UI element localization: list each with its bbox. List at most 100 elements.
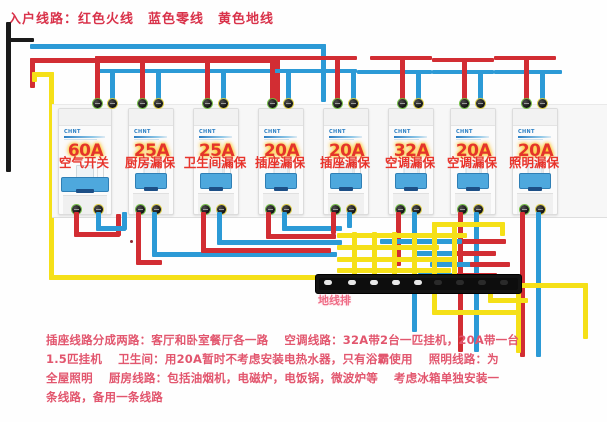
mounting-dot bbox=[130, 240, 133, 243]
breaker-label-8: 照明漏保 bbox=[508, 155, 559, 170]
terminal-screw-top bbox=[333, 99, 342, 108]
header-ground-label: 黄色地线 bbox=[218, 12, 275, 27]
load-live-3 bbox=[201, 212, 206, 252]
main-out-neutral-h bbox=[96, 226, 126, 231]
terminal-screw-bottom bbox=[474, 205, 483, 214]
vent-bar-2 bbox=[159, 161, 160, 179]
outgoing-ground-a bbox=[337, 233, 467, 238]
vent-bar-2 bbox=[289, 161, 290, 179]
brand-stripe-2 bbox=[64, 139, 97, 140]
terminal-screw-top bbox=[219, 99, 228, 108]
brand-stripe bbox=[394, 136, 427, 138]
main-out-neutral-v bbox=[96, 212, 101, 230]
drop-neutral-6 bbox=[416, 70, 421, 104]
incoming-conduit-black-top bbox=[6, 38, 34, 42]
vent-bar-2 bbox=[419, 161, 420, 179]
ground-terminal-hole bbox=[434, 280, 442, 285]
drop-live-5 bbox=[335, 56, 340, 104]
breaker-label-7: 空调漏保 bbox=[446, 155, 497, 170]
breaker-unit-7[interactable]: CHNT 20A bbox=[450, 108, 496, 215]
breaker-label-4: 插座漏保 bbox=[254, 155, 305, 170]
breaker-unit-1[interactable]: CHNT 60A bbox=[58, 108, 112, 215]
brand-stripe-2 bbox=[456, 139, 481, 140]
breaker-cap bbox=[259, 109, 303, 126]
vent-bar bbox=[165, 161, 166, 179]
feed-ground-v-left bbox=[32, 72, 37, 82]
breaker-unit-3[interactable]: CHNT 25A bbox=[193, 108, 239, 215]
terminal-screw-top bbox=[268, 99, 277, 108]
brand-logo: CHNT bbox=[199, 129, 216, 135]
bus-neutral-main bbox=[95, 69, 357, 73]
breaker-unit-2[interactable]: CHNT 25A bbox=[128, 108, 174, 215]
feed-neutral-v bbox=[321, 44, 326, 102]
ground-riser-3 bbox=[392, 232, 397, 282]
ground-riser-1 bbox=[352, 232, 357, 282]
ground-riser-top-h bbox=[432, 222, 504, 227]
ground-drop-1-v bbox=[432, 288, 437, 314]
ground-riser-2 bbox=[372, 232, 377, 282]
terminal-screw-bottom bbox=[72, 205, 81, 214]
vent-bar-2 bbox=[224, 161, 225, 179]
outgoing-live-b bbox=[456, 251, 496, 256]
header-intro-label: 入户线路： bbox=[8, 12, 79, 27]
vent-bar bbox=[360, 161, 361, 179]
brand-stripe-2 bbox=[518, 139, 543, 140]
note-2a: 1.5匹挂机 bbox=[46, 352, 103, 366]
incoming-conduit-black bbox=[6, 22, 11, 172]
brand-stripe-2 bbox=[329, 139, 354, 140]
outgoing-ground-c bbox=[337, 257, 457, 262]
load-neutral-3 bbox=[217, 212, 222, 244]
drop-live-4 bbox=[270, 56, 275, 104]
drop-neutral-2 bbox=[156, 69, 161, 104]
breaker-unit-6[interactable]: CHNT 32A bbox=[388, 108, 434, 215]
ground-right-h bbox=[516, 283, 588, 288]
ground-drop-2-h bbox=[488, 298, 528, 303]
breaker-label-2: 厨房漏保 bbox=[124, 155, 175, 170]
ground-bar-label: 地线排 bbox=[318, 294, 351, 307]
terminal-screw-bottom bbox=[94, 205, 103, 214]
terminal-screw-top bbox=[398, 99, 407, 108]
load-neutral-2-h bbox=[152, 252, 337, 257]
load-neutral-4-h bbox=[282, 226, 342, 231]
drop-neutral-3 bbox=[221, 69, 226, 104]
brand-stripe bbox=[199, 136, 232, 138]
breaker-amp-rating: 25A bbox=[198, 141, 235, 161]
terminal-screw-top bbox=[203, 99, 212, 108]
outgoing-neutral-b bbox=[413, 251, 461, 256]
brand-stripe bbox=[264, 136, 297, 138]
breaker-cap bbox=[451, 109, 495, 126]
breaker-unit-5[interactable]: CHNT 20A bbox=[323, 108, 369, 215]
brand-stripe bbox=[64, 136, 105, 138]
outgoing-live-c bbox=[470, 262, 510, 267]
notes-line-2: 1.5匹挂机卫生间：用20A暂时不考虑安装电热水器，只有浴霸使用照明线路：为 bbox=[46, 350, 602, 369]
drop-live-6 bbox=[400, 56, 405, 104]
load-neutral-2 bbox=[152, 212, 157, 256]
note-3b: 厨房线路：包括油烟机，电磁炉，电饭锅，微波炉等 bbox=[108, 371, 378, 385]
ground-riser-6 bbox=[452, 222, 457, 282]
feed-neutral-h bbox=[30, 44, 326, 49]
terminal-screw-top bbox=[538, 99, 547, 108]
terminal-screw-top bbox=[284, 99, 293, 108]
outgoing-ground-b bbox=[337, 245, 439, 250]
page-title: 入户线路：红色火线蓝色零线黄色地线 bbox=[8, 8, 274, 27]
notes-block: 插座线路分成两路：客厅和卧室餐厅各一路空调线路：32A带2台一匹挂机，20A带一… bbox=[46, 331, 602, 407]
terminal-screw-bottom bbox=[458, 205, 467, 214]
terminal-screw-bottom bbox=[136, 205, 145, 214]
breaker-toggle-indicator bbox=[466, 187, 480, 191]
notes-line-4: 条线路，备用一条线路 bbox=[46, 388, 602, 407]
feed-ground-v-down bbox=[49, 72, 54, 280]
terminal-screw-top bbox=[154, 99, 163, 108]
terminal-screw-top bbox=[460, 99, 469, 108]
main-out-neutral-up bbox=[122, 212, 127, 230]
vent-bar bbox=[549, 161, 550, 179]
vent-bar-2 bbox=[97, 161, 98, 179]
breaker-amp-rating: 60A bbox=[67, 141, 104, 161]
drop-neutral-8 bbox=[540, 70, 545, 104]
terminal-screw-bottom bbox=[266, 205, 275, 214]
breaker-cap bbox=[389, 109, 433, 126]
breaker-unit-4[interactable]: CHNT 20A bbox=[258, 108, 304, 215]
note-4a: 条线路，备用一条线路 bbox=[46, 390, 163, 404]
terminal-screw-bottom bbox=[152, 205, 161, 214]
note-1a: 插座线路分成两路：客厅和卧室餐厅各一路 bbox=[46, 333, 269, 347]
